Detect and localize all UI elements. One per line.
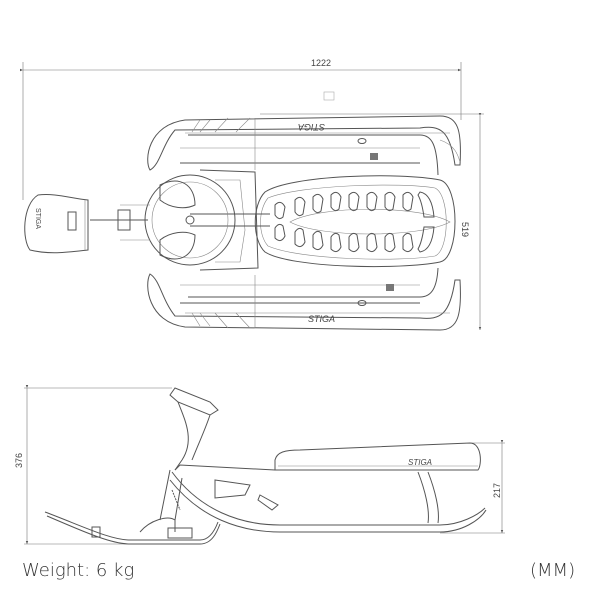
side-view: STIGA xyxy=(24,385,505,545)
runner-side xyxy=(169,464,487,533)
seat-logo: STIGA xyxy=(408,458,432,467)
ski-logo: STIGA xyxy=(34,208,41,229)
seat-side: STIGA xyxy=(274,442,481,471)
seat-top xyxy=(254,175,456,268)
label-icon xyxy=(323,91,335,101)
top-runner: STIGA xyxy=(147,115,461,176)
height-label: 376 xyxy=(14,452,24,468)
length-dimension-line xyxy=(20,62,462,200)
unit-label: (MM) xyxy=(530,560,576,581)
length-label: 1222 xyxy=(311,58,332,68)
width-dimension-line xyxy=(260,113,484,330)
steering-assembly-top xyxy=(90,169,270,271)
height-dimension-line xyxy=(24,385,200,545)
front-ski-side xyxy=(44,511,221,545)
runner-logo: STIGA xyxy=(308,314,335,324)
runner-logo: STIGA xyxy=(298,122,325,132)
seat-height-dimension-line xyxy=(440,440,505,534)
bottom-runner: STIGA xyxy=(147,267,461,331)
weight-label: Weight: 6 kg xyxy=(22,560,135,581)
width-label: 519 xyxy=(460,222,470,238)
seat-grip-ribs xyxy=(274,191,435,253)
barcode-icon xyxy=(386,284,394,291)
barcode-icon xyxy=(370,153,378,160)
front-ski-top: STIGA xyxy=(24,194,89,254)
steering-column-side xyxy=(139,387,219,533)
seat-height-label: 217 xyxy=(492,482,502,498)
top-view: STIGA STIGA xyxy=(20,62,484,331)
